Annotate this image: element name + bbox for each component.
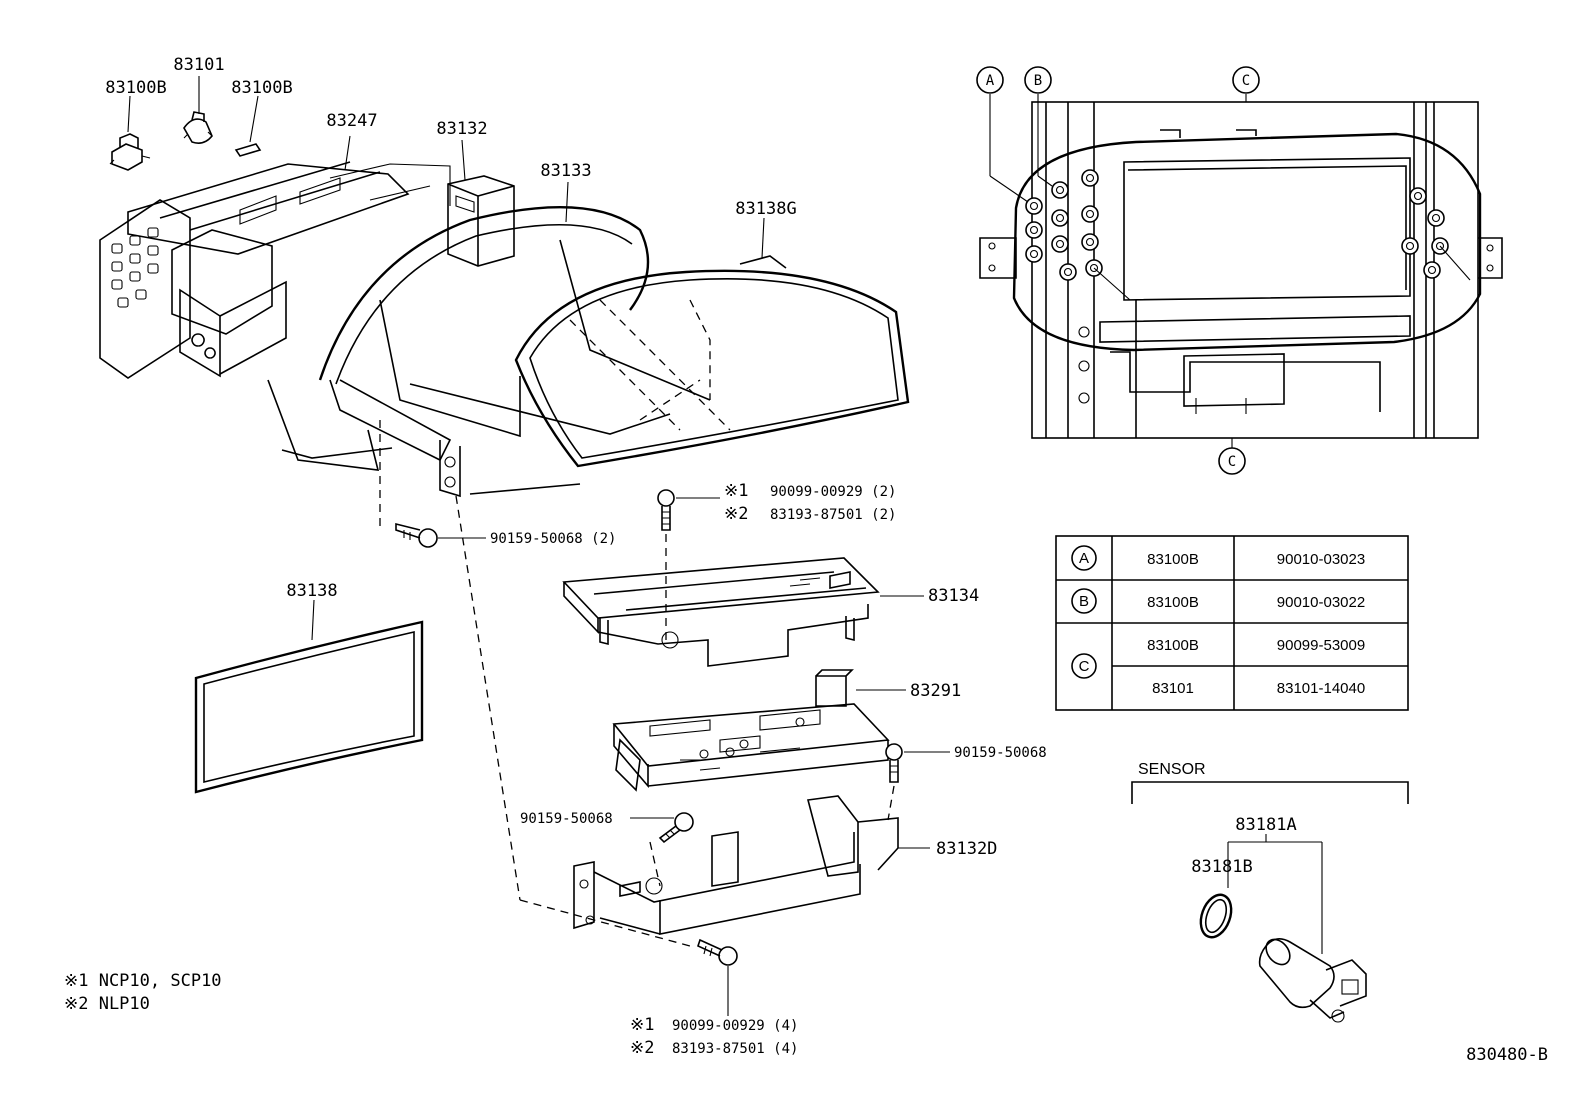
label-83132: 83132	[436, 119, 487, 139]
sensor-title: SENSOR	[1138, 761, 1206, 778]
table-row-a-key: A	[1079, 550, 1089, 567]
leader-83100b-left	[127, 95, 131, 133]
table-row-c2-part: 83101	[1152, 680, 1194, 697]
table-row-a-number: 90010-03023	[1277, 551, 1365, 568]
screw-bottom-n1-part: 90099-00929 (4)	[672, 1018, 798, 1034]
label-83100b-left: 83100B	[105, 78, 166, 98]
note-2: ※2 NLP10	[64, 994, 150, 1014]
leader-83132	[461, 139, 466, 181]
marker-c-top-label: C	[1242, 73, 1250, 89]
marker-c-bottom: C	[1218, 447, 1246, 475]
o-ring-83181b	[1199, 893, 1233, 939]
label-83133: 83133	[540, 161, 591, 181]
label-83247: 83247	[326, 111, 377, 131]
parts-diagram: A B C C A 83100B 90010-03023 B 83100B 90…	[64, 55, 1548, 1065]
table-row-c2-number: 83101-14040	[1277, 680, 1365, 697]
label-screw-right: 90159-50068	[954, 745, 1047, 761]
screw-top-n1-mark: ※1	[724, 481, 748, 501]
cluster-case-83247	[99, 135, 451, 471]
leader-83100b-right	[249, 95, 259, 143]
marker-a-label: A	[986, 73, 995, 89]
label-83101: 83101	[173, 55, 224, 75]
marker-b-label: B	[1034, 73, 1042, 89]
screw-bottom-n1-mark: ※1	[630, 1015, 654, 1035]
screw-right	[885, 743, 950, 821]
sensor-group: SENSOR	[1131, 761, 1409, 1023]
leader-83138	[311, 599, 315, 641]
table-row-c1-part: 83100B	[1147, 637, 1199, 654]
label-screw-left: 90159-50068 (2)	[490, 531, 616, 547]
screw-left	[379, 420, 486, 548]
table-row-b-number: 90010-03022	[1277, 594, 1365, 611]
guide-line-bottom	[519, 899, 691, 947]
screw-mid	[630, 812, 694, 887]
connector-holes	[111, 227, 159, 308]
label-screw-mid: 90159-50068	[520, 811, 613, 827]
marker-c-top: C	[1232, 66, 1260, 94]
label-83181a: 83181A	[1235, 815, 1296, 835]
screw-top-n2-mark: ※2	[724, 504, 748, 524]
label-83291: 83291	[910, 681, 961, 701]
base-plate-83134	[562, 557, 924, 667]
detail-leaders	[989, 94, 1471, 448]
figure-id: 830480-B	[1466, 1045, 1548, 1065]
window-glass-83138	[194, 599, 424, 794]
label-screw-top: ※1 90099-00929 (2) ※2 83193-87501 (2)	[724, 481, 896, 524]
leader-83138g	[761, 217, 765, 259]
dial-frame-83133	[318, 181, 711, 498]
table-row-b-key: B	[1079, 593, 1089, 610]
label-83181b: 83181B	[1191, 857, 1252, 877]
label-83134: 83134	[928, 586, 979, 606]
screw-bottom-n2-part: 83193-87501 (4)	[672, 1041, 798, 1057]
label-83138: 83138	[286, 581, 337, 601]
table-row-c-key: C	[1079, 658, 1090, 675]
screw-top-n1-part: 90099-00929 (2)	[770, 484, 896, 500]
label-83100b-right: 83100B	[231, 78, 292, 98]
screw-upper-center	[657, 489, 720, 640]
circuit-board-83291	[612, 669, 906, 792]
table-row-b-part: 83100B	[1147, 594, 1199, 611]
clear-glass-83138g	[514, 217, 910, 468]
screw-bottom	[697, 938, 738, 1016]
screw-bottom-n2-mark: ※2	[630, 1038, 654, 1058]
marker-a: A	[976, 66, 1004, 94]
leader-83247	[344, 135, 351, 171]
label-83138g: 83138G	[735, 199, 796, 219]
label-screw-bottom: ※1 90099-00929 (4) ※2 83193-87501 (4)	[630, 1015, 798, 1058]
bracket-83132d	[573, 795, 930, 935]
lens-frame-83132	[447, 139, 515, 267]
diagram-canvas: A B C C A 83100B 90010-03023 B 83100B 90…	[64, 55, 1548, 1065]
bulb-83100b-right	[234, 143, 262, 157]
marker-b: B	[1024, 66, 1052, 94]
label-83132d: 83132D	[936, 839, 997, 859]
speed-sensor-83181a	[1258, 938, 1367, 1023]
detail-sockets	[1025, 169, 1449, 281]
marker-c-bottom-label: C	[1228, 454, 1236, 470]
table-row-c1-number: 90099-53009	[1277, 637, 1365, 654]
bulb-socket-83100b-left	[109, 133, 151, 171]
note-1: ※1 NCP10, SCP10	[64, 971, 222, 991]
guide-line-long	[455, 495, 521, 901]
bulb-83101	[183, 111, 213, 144]
screw-top-n2-part: 83193-87501 (2)	[770, 507, 896, 523]
leader-83133	[565, 181, 569, 223]
table-row-a-part: 83100B	[1147, 551, 1199, 568]
parts-table: A 83100B 90010-03023 B 83100B 90010-0302…	[1055, 535, 1409, 711]
